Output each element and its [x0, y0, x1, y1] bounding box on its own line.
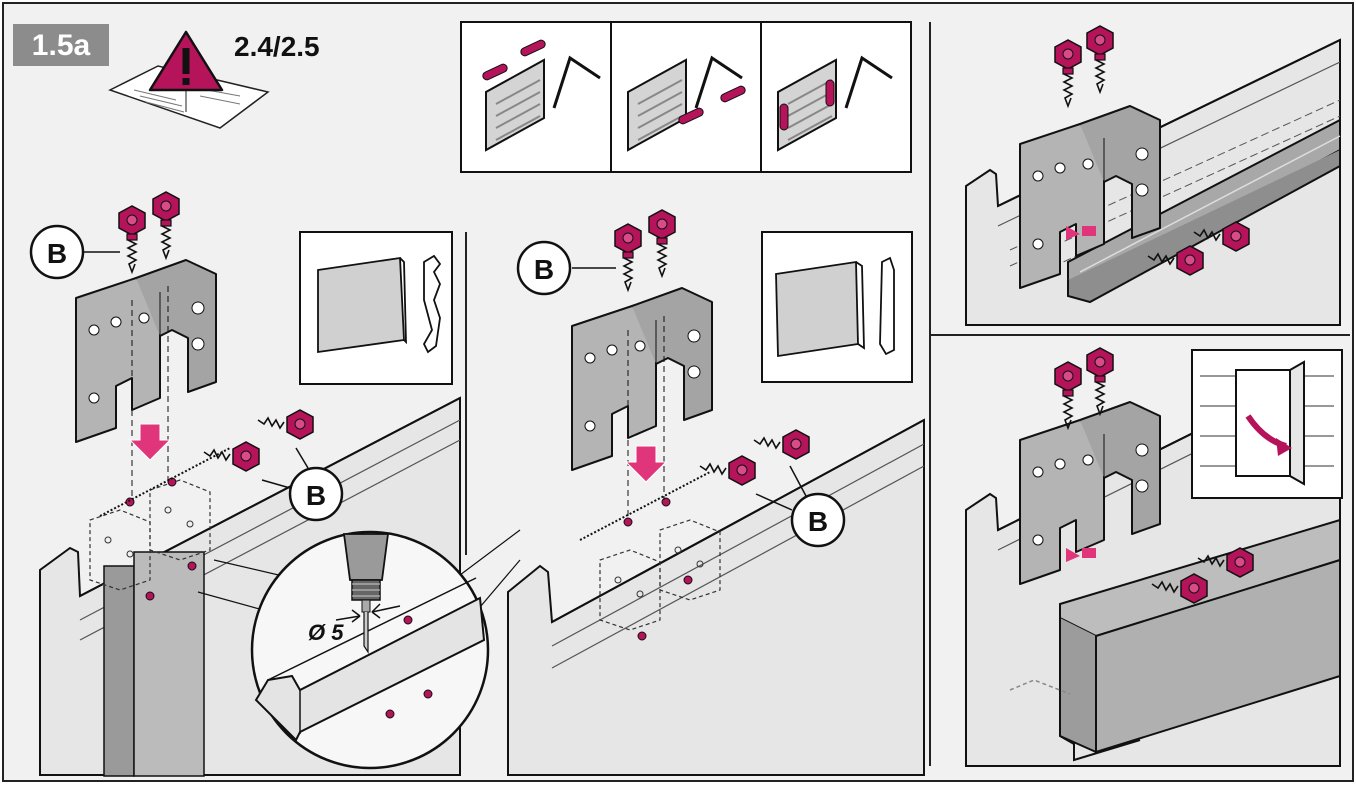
callout-b-top-left [29, 224, 85, 280]
callout-b-right-left [288, 466, 344, 522]
drill-diameter-label: Ø 5 [308, 620, 344, 645]
drill-detail-magnifier: Ø 5 [197, 529, 521, 770]
warning-manual-icon [108, 30, 270, 129]
callout-b-top-middle [516, 240, 572, 296]
thumbnail-bottom-screws [627, 55, 746, 152]
bottom-right-assembly [965, 347, 1343, 767]
step-number: 1.5a [32, 29, 91, 62]
panel-profile-inset-left [299, 231, 453, 385]
manual-reference: 2.4/2.5 [234, 31, 320, 62]
thumbnail-side-screws [777, 55, 893, 152]
orientation-thumbnails [460, 21, 912, 173]
middle-assembly: B B [507, 209, 925, 776]
svg-text:B: B [808, 506, 828, 537]
step-badge: 1.5a [13, 24, 109, 66]
door-swing-inset [1191, 349, 1343, 499]
panel-profile-inset-middle [761, 231, 913, 383]
callout-b-right-middle [790, 492, 846, 548]
svg-text:B: B [47, 238, 67, 269]
svg-text:B: B [534, 254, 554, 285]
thumbnail-top-screws [482, 39, 601, 152]
svg-text:B: B [306, 480, 326, 511]
top-right-assembly [965, 25, 1341, 326]
